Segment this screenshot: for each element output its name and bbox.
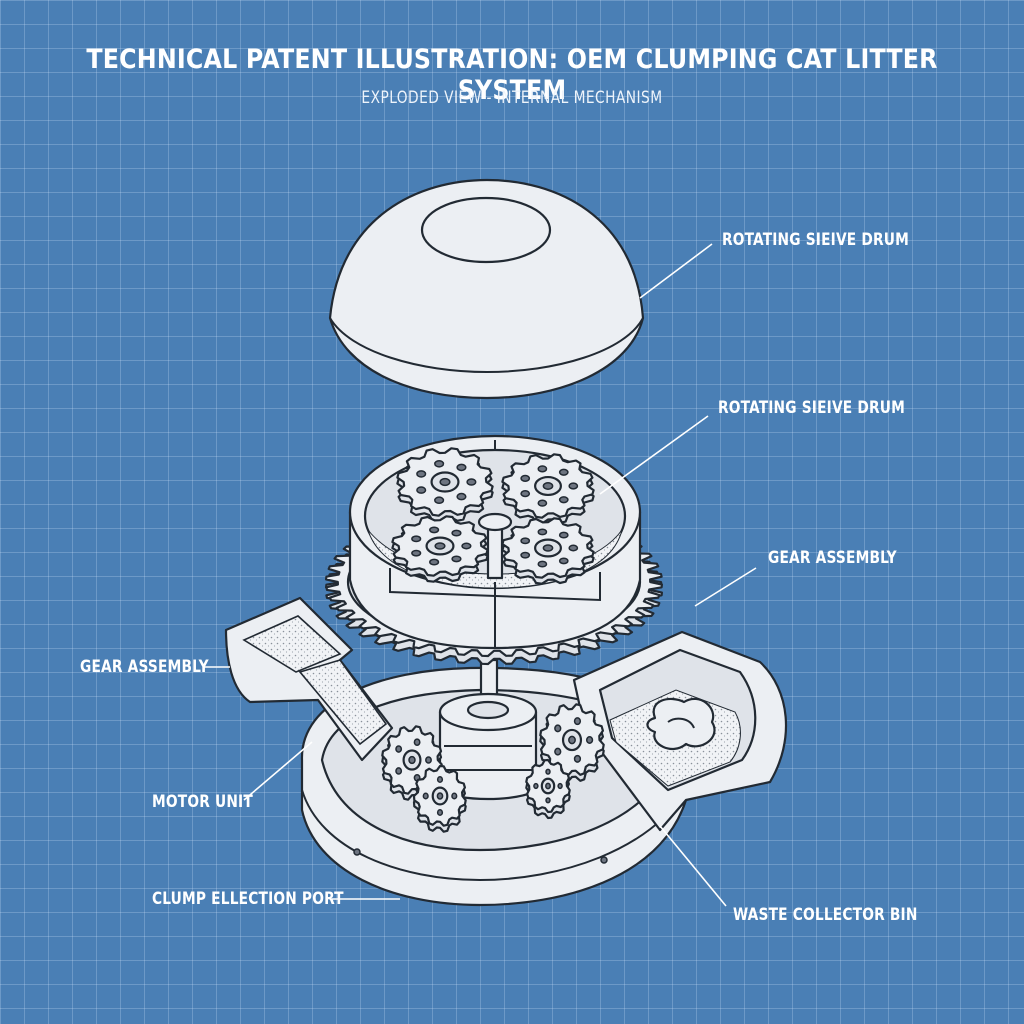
motor-unit — [438, 658, 538, 801]
callout-waste-collector-bin: WASTE COLLECTOR BIN — [733, 905, 918, 925]
rotating-sieve-drum — [348, 434, 642, 650]
drive-gear-left-2 — [412, 764, 467, 833]
callout-motor-unit: MOTOR UNIT — [152, 792, 253, 812]
drive-gear-right-2 — [525, 758, 571, 820]
diagram-title: TECHNICAL PATENT ILLUSTRATION: OEM CLUMP… — [86, 44, 938, 106]
callout-rotating-sieve-drum: ROTATING SIEIVE DRUM — [718, 398, 906, 418]
litter-tray — [224, 596, 394, 762]
diagram-subtitle: EXPLODED VIEW - INTERNAL MECHANISM — [361, 88, 663, 108]
leader-lines — [204, 243, 757, 907]
callout-rotating-sieve-drum-top: ROTATING SIEIVE DRUM — [722, 230, 910, 250]
callout-clump-ejection-port: CLUMP ELLECTION PORT — [152, 889, 344, 909]
callout-gear-assembly-right: GEAR ASSEMBLY — [768, 548, 897, 568]
callout-gear-assembly-left: GEAR ASSEMBLY — [80, 657, 209, 677]
waste-collector-bin — [572, 630, 788, 832]
dome-lid — [328, 178, 645, 400]
